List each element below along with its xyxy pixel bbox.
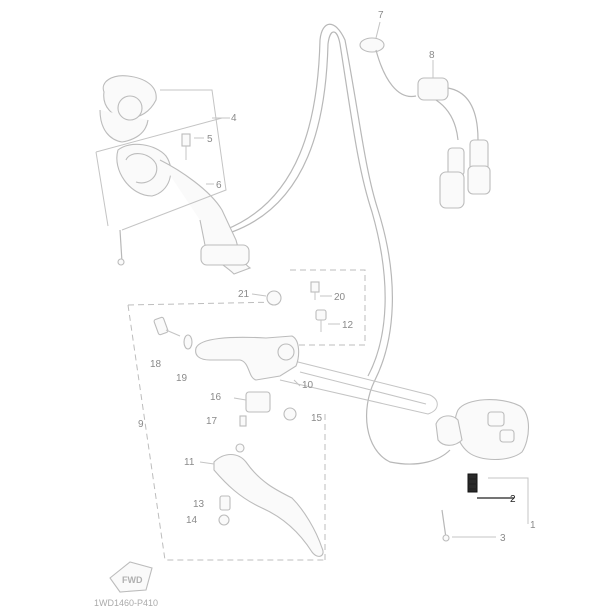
- grommet-7: [359, 21, 385, 53]
- label-3: 3: [500, 533, 506, 544]
- label-2: 2: [510, 494, 516, 505]
- cable-main-outer: [231, 31, 386, 377]
- label-16: 16: [210, 392, 222, 403]
- part-13: [219, 495, 231, 511]
- label-20: 20: [334, 292, 346, 303]
- label-11: 11: [184, 457, 195, 468]
- label-13: 13: [193, 499, 205, 510]
- screw-3: [441, 509, 450, 542]
- screw-17: [239, 415, 247, 427]
- label-12: 12: [342, 320, 354, 331]
- cable-main: [224, 23, 451, 465]
- lever-holder-10: [195, 335, 301, 387]
- bolt-20: [310, 281, 332, 300]
- washer-19: [183, 334, 193, 350]
- fwd-label: FWD: [122, 575, 143, 585]
- label-5: 5: [207, 134, 213, 145]
- label-17: 17: [206, 416, 218, 427]
- diagram-code: 1WD1460-P410: [94, 598, 158, 608]
- label-10: 10: [302, 380, 314, 391]
- clamp-8: [375, 49, 479, 141]
- connector-right: [439, 139, 491, 209]
- nut-15: [283, 407, 297, 421]
- left-switch-housing: [99, 75, 252, 275]
- right-switch-housing: [435, 399, 530, 461]
- part-14: [218, 514, 230, 526]
- fwd-arrow: FWD: [109, 561, 153, 593]
- label-7: 7: [378, 10, 384, 21]
- screw-18: [153, 316, 181, 337]
- bolt-12: [315, 309, 340, 332]
- label-6: 6: [216, 180, 222, 191]
- label-21: 21: [238, 289, 250, 300]
- cap-21: [251, 290, 282, 306]
- label-19: 19: [176, 373, 188, 384]
- screw-2: [467, 473, 514, 499]
- label-15: 15: [311, 413, 323, 424]
- bracket-16: [233, 391, 271, 413]
- lever-11: [199, 443, 324, 557]
- handlebar: [279, 359, 438, 415]
- label-9: 9: [138, 419, 144, 430]
- label-1: 1: [530, 520, 536, 531]
- bolt-6: [117, 229, 125, 266]
- label-18: 18: [150, 359, 162, 370]
- label-8: 8: [429, 50, 435, 61]
- screw-5: [181, 133, 191, 160]
- label-4: 4: [231, 113, 237, 124]
- label-14: 14: [186, 515, 198, 526]
